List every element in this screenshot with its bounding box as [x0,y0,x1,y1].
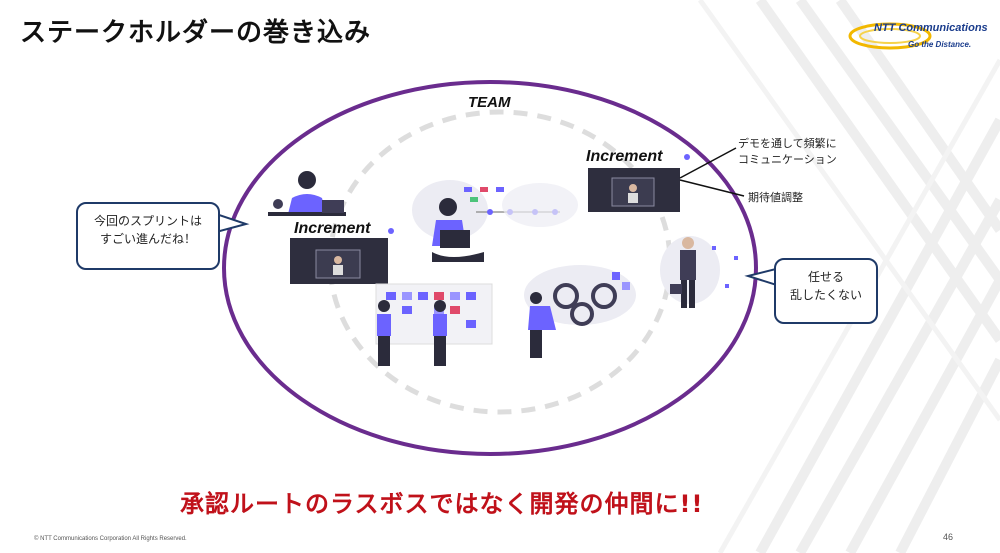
businessman-illustration [660,236,738,308]
bubble-left-tail [216,213,250,233]
man-with-laptop-illustration [412,180,578,262]
speech-bubble-right: 任せる 乱したくない [774,258,878,324]
note-line: デモを通して頻繁に [738,137,837,150]
expectation-note: 期待値調整 [748,191,803,204]
logo-tagline: Go the Distance. [908,40,972,49]
increment-label-top: Increment [586,148,663,165]
bubble-right-tail [744,267,780,287]
copyright: © NTT Communications Corporation All Rig… [34,536,187,542]
ntt-logo: NTT Communications Go the Distance. [848,18,988,62]
ntt-swoosh-icon [848,22,932,50]
tagline: 承認ルートのラスボスではなく開発の仲間に!! [180,490,704,518]
bubble-line: 任せる [807,270,844,284]
team-label: TEAM [468,94,511,111]
woman-at-desk-illustration [268,171,346,216]
gears-illustration [524,265,636,358]
page-number: 46 [943,532,954,542]
slide-title: ステークホルダーの巻き込み [20,18,372,48]
increment-screen-left [290,228,394,284]
bubble-line: すごい進んだね！ [99,232,196,246]
increment-label-left: Increment [294,220,371,237]
speech-bubble-left: 今回のスプリントは すごい進んだね！ [76,202,220,270]
bubble-line: 今回のスプリントは [93,214,202,228]
team-ellipse [222,80,758,456]
logo-name: NTT Communications [874,22,988,34]
increment-screen-right [588,147,745,212]
note-line: コミュニケーション [738,153,837,166]
demo-communication-note: デモを通して頻繁に コミュニケーション [738,136,837,168]
kanban-board-illustration [375,283,493,366]
bubble-line: 乱したくない [789,288,862,302]
